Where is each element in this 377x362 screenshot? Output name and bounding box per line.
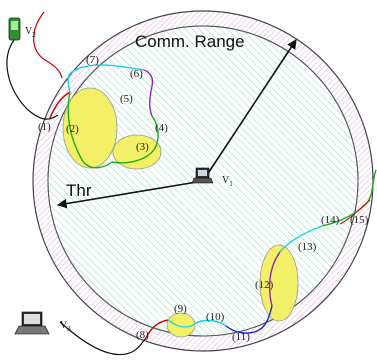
ellipse-3 (112, 134, 162, 170)
segment-label-15: (15) (350, 214, 369, 226)
segment-label-14: (14) (321, 214, 340, 226)
v1-label: V1 (222, 175, 233, 188)
segment-label-7: (7) (86, 54, 99, 66)
phone-v2-icon (8, 17, 21, 41)
threshold-arrow (57, 180, 204, 209)
ellipse-12 (259, 244, 299, 322)
laptop-v1-icon (191, 167, 214, 184)
comm-range-label: Comm. Range (135, 32, 245, 51)
trajectory-seg-12 (268, 251, 281, 307)
segment-label-9: (9) (174, 303, 187, 315)
segment-label-6: (6) (130, 68, 143, 80)
segment-label-11: (11) (232, 331, 250, 343)
comm-range-arrow (202, 39, 297, 182)
segment-label-12: (12) (255, 279, 274, 291)
trajectory-seg-8 (145, 319, 169, 339)
trajectory-seg-1 (49, 91, 71, 119)
trajectory-seg-13 (279, 225, 323, 253)
trajectory-seg-5 (143, 69, 154, 117)
segment-label-4: (4) (155, 122, 168, 134)
laptop-v3-icon (14, 311, 50, 335)
trajectory-seg-10 (193, 319, 227, 327)
segment-label-3: (3) (136, 141, 149, 153)
trajectory-seg-2 (67, 91, 113, 169)
v3-label: V3 (60, 320, 71, 333)
trajectory-seg-11 (225, 305, 273, 334)
trajectory-v3-black (59, 321, 147, 356)
segment-label-10: (10) (206, 311, 225, 323)
trajectory-v2-black (6, 39, 59, 120)
segment-label-8: (8) (136, 329, 149, 341)
segment-label-5: (5) (120, 93, 133, 105)
trajectory-seg-9 (167, 319, 195, 328)
trajectory-exit-red (339, 199, 371, 225)
trajectory-seg-4 (111, 115, 159, 164)
trajectory-v2-red (33, 11, 63, 79)
segment-label-13: (13) (298, 241, 317, 253)
trajectory-seg-6-7 (67, 64, 145, 93)
ellipse-9 (166, 312, 196, 338)
v2-label: V2 (25, 26, 36, 39)
segment-label-2: (2) (66, 123, 79, 135)
threshold-label: Thr (66, 181, 92, 200)
segment-label-1: (1) (38, 121, 51, 133)
